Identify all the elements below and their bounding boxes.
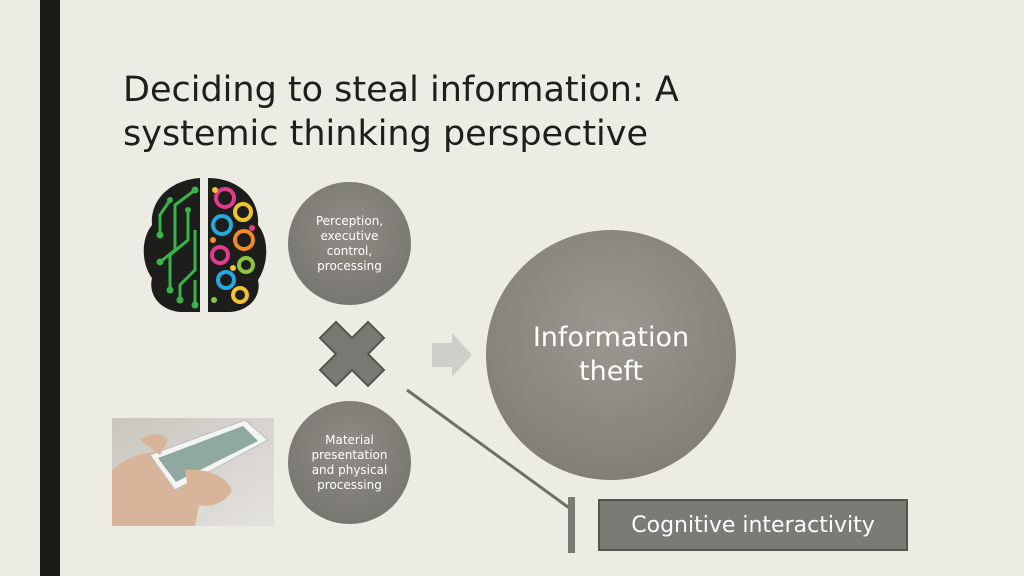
cognitive-interactivity-callout: Cognitive interactivity <box>598 499 908 551</box>
callout-bracket <box>568 497 575 553</box>
callout-label: Cognitive interactivity <box>631 512 875 538</box>
perception-circle: Perception, executive control, processin… <box>288 182 411 305</box>
left-accent-bar <box>40 0 60 576</box>
information-theft-circle: Information theft <box>486 230 736 480</box>
slide-title: Deciding to steal information: A systemi… <box>123 70 679 154</box>
material-circle: Material presentation and physical proce… <box>288 401 411 524</box>
perception-circle-label: Perception, executive control, processin… <box>315 213 384 273</box>
material-circle-label: Material presentation and physical proce… <box>311 432 388 492</box>
information-theft-label: Information theft <box>532 322 690 387</box>
